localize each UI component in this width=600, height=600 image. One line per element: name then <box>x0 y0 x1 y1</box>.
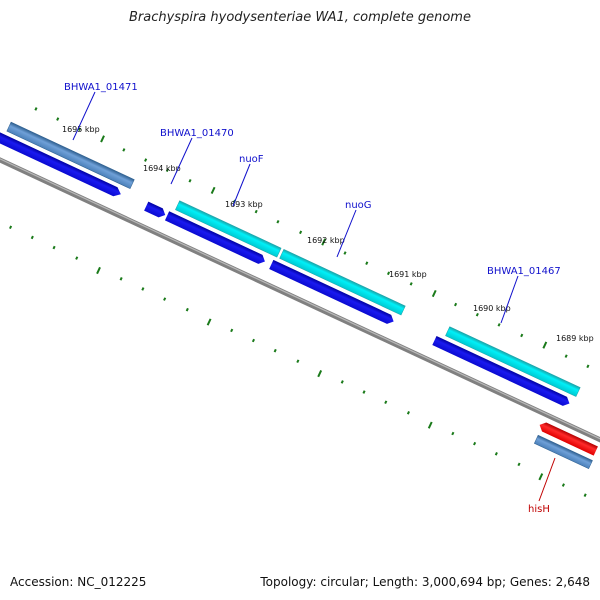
minor-tick <box>34 107 38 111</box>
minor-tick <box>122 148 126 152</box>
gene-label-bhwa1-01470[interactable]: BHWA1_01470 <box>160 128 234 139</box>
minor-tick <box>75 256 79 260</box>
leader-line <box>170 137 193 185</box>
minor-tick <box>144 158 148 162</box>
minor-tick <box>273 348 277 353</box>
position-label-1689: 1689 kbp <box>556 334 594 343</box>
minor-tick <box>165 168 169 172</box>
gene-label-hish[interactable]: hisH <box>528 504 550 515</box>
minor-tick <box>365 261 369 265</box>
label-leader-lines <box>72 91 519 324</box>
minor-tick <box>494 452 498 456</box>
minor-tick <box>30 235 34 240</box>
position-label-1690: 1690 kbp <box>473 304 511 313</box>
lower-tick-row <box>9 225 587 497</box>
position-label-1693: 1693 kbp <box>225 200 263 209</box>
minor-tick <box>141 287 145 291</box>
page-title: Brachyspira hyodysenteriae WA1, complete… <box>129 10 471 25</box>
minor-tick <box>406 411 410 415</box>
minor-tick <box>9 225 13 230</box>
minor-tick <box>409 282 413 286</box>
cds-feature-nuog[interactable] <box>279 248 406 316</box>
minor-tick <box>520 333 524 338</box>
major-tick <box>321 238 327 246</box>
major-tick <box>210 186 216 195</box>
gene-label-bhwa1-01471[interactable]: BHWA1_01471 <box>64 82 138 93</box>
minor-tick <box>343 251 347 255</box>
minor-tick <box>475 312 479 317</box>
minor-tick <box>386 271 391 276</box>
minor-tick <box>185 307 189 312</box>
major-tick <box>542 341 548 349</box>
minor-tick <box>276 219 280 224</box>
minor-tick <box>254 209 258 214</box>
position-label-1695: 1695 kbp <box>62 125 100 134</box>
gene-feature-bhwa1-01471[interactable] <box>6 121 135 189</box>
minor-tick <box>586 364 590 369</box>
minor-tick <box>163 297 167 301</box>
cds-feature-bhwa1-01467[interactable] <box>445 326 581 397</box>
minor-tick <box>362 390 366 394</box>
minor-tick <box>188 178 192 183</box>
gene-feature-hish-cds[interactable] <box>533 434 593 470</box>
minor-tick <box>451 431 455 436</box>
accession-text: Accession: NC_012225 <box>10 575 147 589</box>
leader-line-hish <box>538 457 556 502</box>
minor-tick <box>230 328 234 333</box>
minor-tick <box>299 230 303 235</box>
minor-tick <box>52 245 56 250</box>
minor-tick <box>119 277 123 281</box>
leader-line <box>500 275 519 324</box>
gene-label-nuog[interactable]: nuoG <box>345 200 372 211</box>
reverse-cds-feature-small[interactable] <box>144 201 167 220</box>
position-label-1691: 1691 kbp <box>389 270 427 279</box>
minor-tick <box>77 127 82 131</box>
major-tick <box>96 266 101 275</box>
minor-tick <box>454 302 458 307</box>
major-tick <box>206 318 212 326</box>
gene-label-nuof[interactable]: nuoF <box>239 154 264 165</box>
major-tick <box>538 473 544 481</box>
major-tick <box>427 421 433 429</box>
minor-tick <box>251 338 255 343</box>
gene-label-bhwa1-01467[interactable]: BHWA1_01467 <box>487 266 561 277</box>
upper-tick-row <box>34 107 590 369</box>
minor-tick <box>473 441 477 446</box>
reverse-cds-feature[interactable] <box>0 124 123 199</box>
minor-tick <box>497 323 501 327</box>
position-label-1692: 1692 kbp <box>307 236 345 245</box>
minor-tick <box>517 462 521 467</box>
major-tick <box>100 135 105 143</box>
minor-tick <box>564 354 568 358</box>
minor-tick <box>583 493 587 497</box>
leader-line <box>336 209 357 258</box>
minor-tick <box>296 359 300 364</box>
gene-feature-hish[interactable] <box>538 420 598 456</box>
minor-tick <box>340 380 344 384</box>
minor-tick <box>561 483 565 487</box>
reverse-cds-feature-bhwa1-01467-region[interactable] <box>432 335 571 408</box>
reverse-cds-feature-nuog-region[interactable] <box>269 259 396 326</box>
genome-backbone-highlight <box>0 150 600 456</box>
leader-line <box>72 91 96 141</box>
position-label-1694: 1694 kbp <box>143 164 181 173</box>
major-tick <box>317 370 323 378</box>
reverse-cds-feature-nuof-region[interactable] <box>164 211 267 266</box>
minor-tick <box>384 400 388 405</box>
genome-summary-text: Topology: circular; Length: 3,000,694 bp… <box>260 575 590 589</box>
major-tick <box>431 289 437 298</box>
minor-tick <box>56 117 60 121</box>
leader-line <box>232 163 251 207</box>
cds-feature-nuof[interactable] <box>175 200 282 258</box>
